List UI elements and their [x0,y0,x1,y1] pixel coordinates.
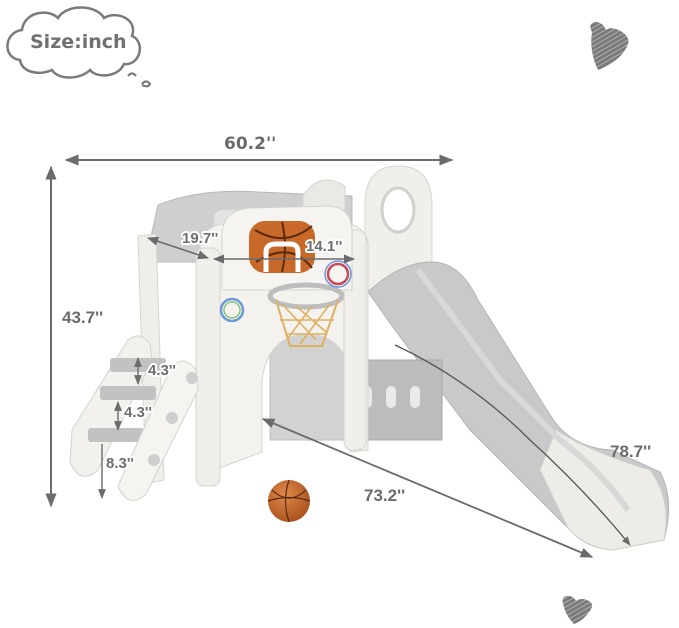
slide-length-label: 78.7'' [610,442,652,461]
step-bottom-label: 8.3'' [106,455,134,472]
overall-height-label: 43.7'' [62,308,104,327]
top-width-label: 14.1'' [306,238,343,255]
size-unit-label: Size:inch [30,31,127,53]
top-depth-label: 19.7'' [182,230,219,247]
basketball-icon [267,479,311,523]
step-rise-1-label: 4.3'' [148,362,176,379]
length-dimension-line [261,418,594,558]
base-length-label: 73.2'' [364,486,406,505]
step-rise-2-label: 4.3'' [124,404,152,421]
overall-width-label: 60.2'' [224,134,277,154]
heart-top-icon [590,21,629,70]
heart-bottom-icon [562,595,593,624]
size-cloud-icon [6,6,152,88]
depth-dimension-line [146,236,210,260]
slide-length-line [394,344,631,546]
